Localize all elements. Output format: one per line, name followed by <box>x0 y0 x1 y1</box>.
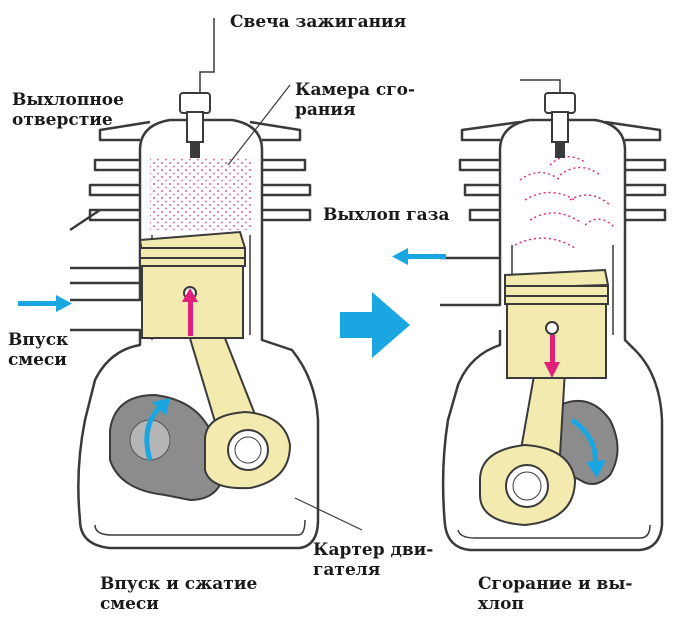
label-exhaust-port: Выхлопное отверстие <box>12 90 124 130</box>
left-piston-up-arrow <box>182 288 198 336</box>
right-burning-gas <box>514 156 616 249</box>
right-cylinder-walls <box>440 240 664 552</box>
right-engine <box>440 118 667 552</box>
right-piston <box>504 268 610 379</box>
left-cooling-fins-left <box>88 120 151 222</box>
exhaust-gas-arrow <box>392 248 446 265</box>
caption-left-line1: Впуск и сжатие <box>100 574 258 594</box>
left-cooling-fins-right <box>249 120 312 222</box>
label-intake-mixture-line2: смеси <box>8 350 67 370</box>
label-crankcase-line1: Картер дви- <box>313 540 434 560</box>
label-intake-mixture: Впуск смеси <box>8 330 68 370</box>
right-cooling-fins-left <box>458 120 521 222</box>
left-cylinder-walls <box>70 230 320 550</box>
label-exhaust-gas: Выхлоп газа <box>323 205 450 225</box>
caption-right-line2: хлоп <box>478 594 524 614</box>
label-exhaust-port-line1: Выхлопное <box>12 90 124 110</box>
label-combustion-chamber-line2: рания <box>295 100 356 120</box>
leader-lines <box>227 84 363 531</box>
label-exhaust-port-line2: отверстие <box>12 110 113 130</box>
right-connecting-rod <box>479 369 577 527</box>
label-exhaust-gas-text: Выхлоп газа <box>323 205 450 225</box>
left-rotation-arrow <box>144 398 170 461</box>
right-cooling-fins-right <box>604 120 667 222</box>
left-spark-plug <box>179 18 215 158</box>
label-combustion-chamber-line1: Камера сго- <box>295 80 416 100</box>
label-crankcase-line2: гателя <box>313 560 381 580</box>
label-intake-mixture-line1: Впуск <box>8 330 69 350</box>
label-crankcase: Картер дви- гателя <box>313 540 433 580</box>
left-fuel-mixture <box>150 158 252 230</box>
right-rotation-arrow <box>570 417 606 478</box>
right-spark-plug <box>520 79 576 158</box>
caption-left-line2: смеси <box>100 594 159 614</box>
label-spark-plug-text: Свеча зажигания <box>230 12 407 32</box>
caption-intake-compression: Впуск и сжатие смеси <box>100 574 257 614</box>
label-spark-plug: Свеча зажигания <box>230 12 406 32</box>
intake-arrow <box>18 295 72 312</box>
caption-right-line1: Сгорание и вы- <box>478 574 633 594</box>
right-piston-down-arrow <box>544 335 560 378</box>
transition-arrow <box>340 292 410 358</box>
caption-combustion-exhaust: Сгорание и вы- хлоп <box>478 574 632 614</box>
label-combustion-chamber: Камера сго- рания <box>295 80 415 120</box>
